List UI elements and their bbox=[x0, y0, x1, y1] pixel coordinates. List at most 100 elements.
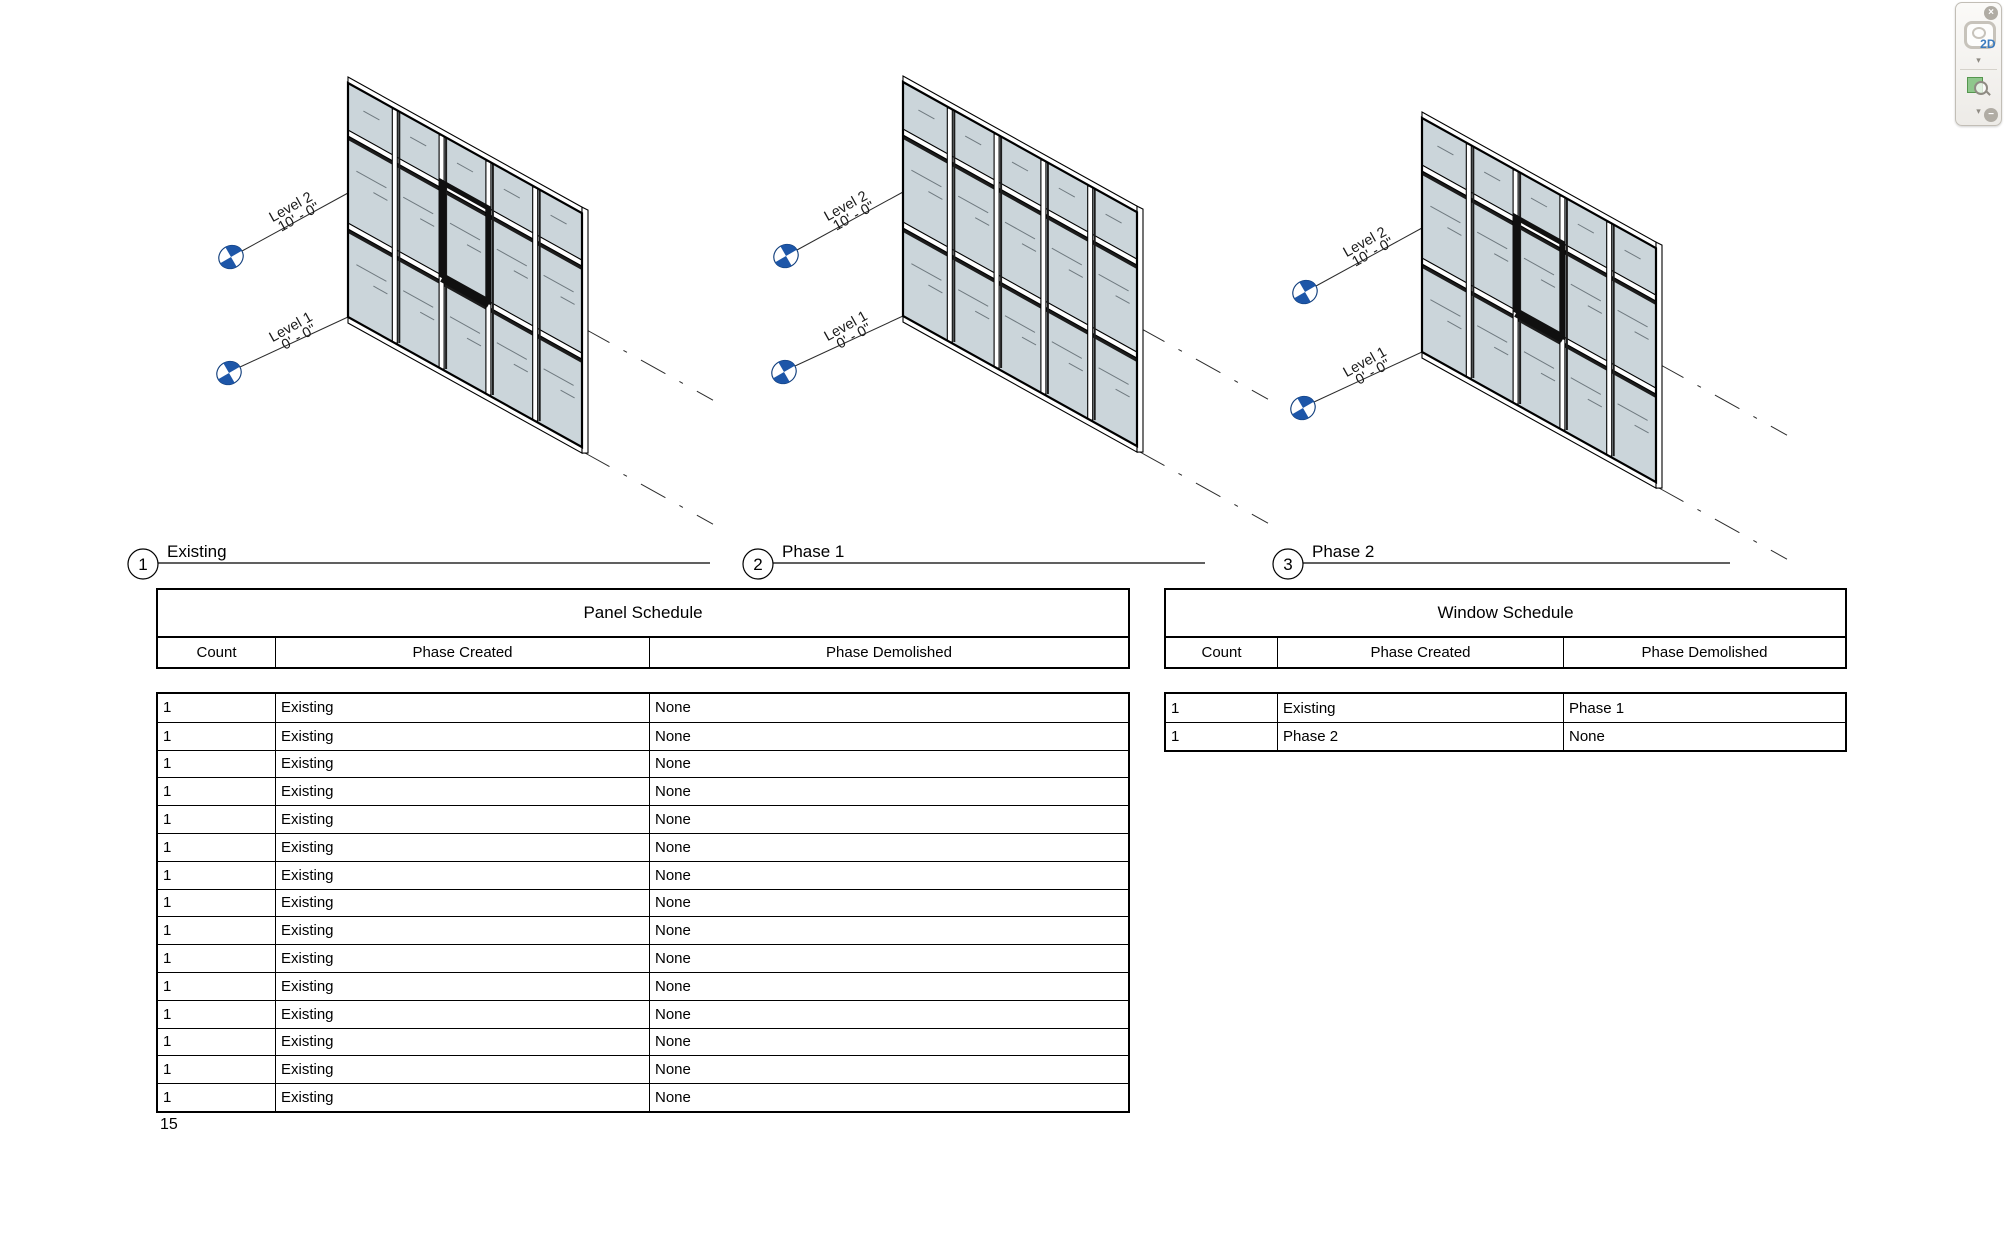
glass-reflection-line bbox=[409, 136, 427, 147]
schedule-cell: None bbox=[649, 1000, 1128, 1028]
detail-number: 3 bbox=[1283, 555, 1292, 574]
glass-reflection-line bbox=[456, 162, 474, 173]
collapse-icon[interactable]: − bbox=[1984, 108, 1998, 122]
glass-reflection-line bbox=[449, 222, 481, 241]
steering-wheel-icon[interactable]: 2D bbox=[1962, 21, 1996, 51]
schedule-cell: None bbox=[649, 1084, 1128, 1111]
level-line bbox=[1315, 227, 1423, 287]
glass-reflection-line bbox=[496, 248, 528, 267]
navigation-bar: × 2D ▾ ▾ − bbox=[1955, 2, 2002, 126]
wheel-ring-icon bbox=[1963, 21, 1996, 49]
level-line bbox=[241, 192, 349, 252]
glass-reflection-line bbox=[1430, 205, 1461, 224]
view-title-label: Phase 2 bbox=[1312, 542, 1374, 561]
schedule-cell: Existing bbox=[275, 861, 649, 889]
level-line-dashed bbox=[1658, 487, 1788, 560]
close-icon[interactable]: × bbox=[1984, 6, 1998, 20]
glass-reflection-line bbox=[1437, 145, 1454, 156]
zoom-region-icon[interactable] bbox=[1966, 75, 1991, 99]
glass-reflection-line bbox=[1540, 279, 1556, 288]
glass-reflection-line bbox=[1624, 249, 1641, 260]
schedule-cell: 1 bbox=[163, 811, 172, 829]
rail-shadow bbox=[348, 229, 582, 364]
glass-reflection-line bbox=[1587, 305, 1603, 314]
glass-reflection-line bbox=[1115, 295, 1130, 304]
schedule-cell: Existing bbox=[275, 778, 649, 806]
glass-reflection-line bbox=[373, 285, 388, 295]
window-frame[interactable] bbox=[439, 177, 491, 308]
level-line-dashed bbox=[584, 328, 714, 401]
curtain-wall[interactable] bbox=[1420, 111, 1663, 490]
wheel-2d-label: 2D bbox=[1980, 37, 1996, 51]
glass-reflection-line bbox=[957, 195, 989, 214]
level-line-dashed bbox=[584, 452, 714, 525]
schedule-cell: Existing bbox=[275, 945, 649, 972]
schedule-cell: Existing bbox=[275, 889, 649, 917]
vertical-mullion bbox=[993, 133, 1000, 369]
schedule-cell: 1 bbox=[163, 866, 172, 884]
level-line-dashed bbox=[1139, 327, 1269, 400]
chevron-down-icon[interactable]: ▾ bbox=[1976, 106, 1981, 116]
schedule-cell: None bbox=[649, 1028, 1128, 1056]
view-title-label: Existing bbox=[167, 542, 227, 561]
schedule-cell: Existing bbox=[275, 1056, 649, 1084]
schedule-cell: Existing bbox=[1277, 694, 1563, 722]
detail-number: 2 bbox=[753, 555, 762, 574]
schedule-cell: None bbox=[649, 861, 1128, 889]
schedule-cell: Existing bbox=[275, 750, 649, 778]
schedule-cell: Phase 1 bbox=[1563, 694, 1845, 722]
curtain-wall[interactable] bbox=[346, 76, 589, 455]
rail-shadow bbox=[1422, 264, 1656, 399]
schedule-cell: 1 bbox=[163, 755, 172, 773]
detail-number-bubble bbox=[1272, 548, 1304, 580]
schedule-cell: None bbox=[649, 806, 1128, 833]
schedule-cell: Existing bbox=[275, 972, 649, 1000]
glass-reflection-line bbox=[1540, 372, 1556, 382]
schedule-cell: Existing bbox=[275, 1028, 649, 1056]
schedule-column-header: Phase Demolished bbox=[1563, 638, 1845, 667]
level-marker-icon[interactable] bbox=[1287, 392, 1320, 424]
level-marker-icon[interactable] bbox=[768, 356, 801, 388]
level-marker-icon[interactable] bbox=[215, 241, 248, 273]
level-marker-icon[interactable] bbox=[213, 357, 246, 389]
schedule-column-header: Phase Demolished bbox=[649, 638, 1128, 667]
glass-reflection-line bbox=[419, 311, 435, 321]
schedule-cell: None bbox=[649, 778, 1128, 806]
glass-reflection-line bbox=[1570, 283, 1602, 302]
glass-reflection-line bbox=[1098, 367, 1129, 385]
level-marker-icon[interactable] bbox=[770, 240, 803, 272]
schedule-grand-total: 15 bbox=[160, 1116, 178, 1133]
glass-reflection-line bbox=[363, 110, 380, 121]
schedule-cell: 1 bbox=[163, 894, 172, 912]
vertical-mullion bbox=[1087, 185, 1094, 421]
chevron-down-icon[interactable]: ▾ bbox=[1976, 55, 1981, 65]
glass-reflection-line bbox=[1447, 227, 1462, 236]
vertical-mullion bbox=[1465, 143, 1472, 379]
glass-reflection-line bbox=[957, 289, 989, 307]
curtain-wall[interactable] bbox=[901, 75, 1144, 454]
schedule-cell: Phase 2 bbox=[1277, 723, 1563, 750]
window-frame[interactable] bbox=[1513, 212, 1565, 343]
glass-reflection-line bbox=[1021, 336, 1037, 346]
glass-reflection-line bbox=[1530, 197, 1548, 208]
glass-reflection-line bbox=[1634, 331, 1649, 340]
magnifier-handle-icon bbox=[1984, 90, 1991, 96]
level-marker-icon[interactable] bbox=[1289, 276, 1322, 308]
glass-reflection-line bbox=[1523, 351, 1555, 369]
